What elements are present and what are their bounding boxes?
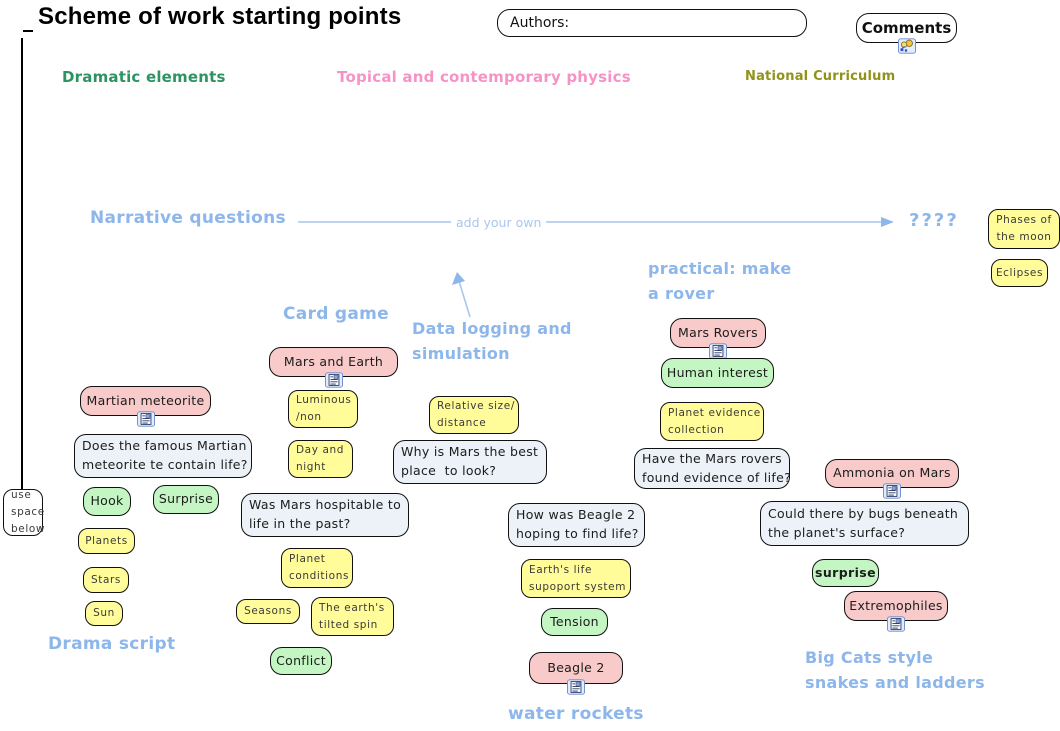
node-the-earths-tilted-spin[interactable]: The earth's tilted spin [311, 597, 394, 636]
comments-button[interactable]: Comments [856, 13, 957, 43]
node-could-there-by-bugs[interactable]: Could there by bugs beneath the planet's… [760, 501, 969, 546]
label-water-rockets[interactable]: water rockets [508, 704, 644, 724]
narrative-end-label[interactable]: ???? [909, 210, 959, 231]
label-practical-make-a-rover[interactable]: practical: make a rover [648, 259, 792, 303]
node-mars-and-earth[interactable]: Mars and Earth [269, 347, 398, 377]
header-national-curriculum[interactable]: National Curriculum [745, 69, 896, 84]
node-conflict[interactable]: Conflict [270, 647, 332, 675]
note-icon[interactable] [709, 343, 727, 359]
node-day-and-night[interactable]: Day and night [288, 440, 353, 478]
node-use-space-below[interactable]: use space below [3, 489, 44, 536]
node-surprise-2[interactable]: surprise [812, 559, 879, 587]
node-planets[interactable]: Planets [78, 528, 135, 554]
node-martian-meteorite[interactable]: Martian meteorite [80, 386, 211, 416]
note-icon[interactable] [136, 411, 155, 427]
left-connector-line [21, 38, 23, 490]
node-why-is-mars-the-best[interactable]: Why is Mars the best place to look? [393, 440, 547, 484]
node-phases-of-the-moon[interactable]: Phases of the moon [988, 209, 1060, 249]
node-beagle-2[interactable]: Beagle 2 [529, 652, 623, 684]
node-hook[interactable]: Hook [83, 487, 131, 516]
node-does-the-famous-martian[interactable]: Does the famous Martian meteorite te con… [74, 434, 252, 478]
node-stars[interactable]: Stars [83, 567, 129, 593]
node-planet-evidence-collection[interactable]: Planet evidence collection [660, 402, 764, 441]
node-human-interest[interactable]: Human interest [661, 358, 774, 388]
node-ammonia-on-mars[interactable]: Ammonia on Mars [825, 459, 959, 488]
node-was-mars-hospitable[interactable]: Was Mars hospitable to life in the past? [241, 493, 409, 537]
collapse-dash [23, 30, 33, 32]
narrative-questions-label[interactable]: Narrative questions [90, 208, 286, 228]
authors-field[interactable]: Authors: [497, 9, 807, 37]
authors-label: Authors: [510, 15, 570, 31]
page-title: Scheme of work starting points [38, 3, 402, 30]
node-luminous-non[interactable]: Luminous /non [288, 390, 358, 428]
note-icon[interactable] [324, 372, 343, 388]
node-mars-rovers[interactable]: Mars Rovers [670, 318, 766, 348]
link-label-add-your-own[interactable]: add your own [451, 215, 547, 230]
node-sun[interactable]: Sun [85, 601, 123, 626]
node-surprise[interactable]: Surprise [153, 485, 219, 514]
narrative-arrow [298, 217, 894, 227]
node-planet-conditions[interactable]: Planet conditions [281, 548, 353, 588]
comments-icon[interactable] [898, 38, 916, 54]
note-icon[interactable] [567, 679, 585, 695]
node-seasons[interactable]: Seasons [236, 599, 300, 624]
data-logging-arrow [452, 272, 471, 318]
node-how-was-beagle-2[interactable]: How was Beagle 2 hoping to find life? [508, 503, 645, 547]
label-big-cats-snakes-and-ladders[interactable]: Big Cats style snakes and ladders [805, 648, 985, 692]
node-eclipses[interactable]: Eclipses [991, 259, 1048, 287]
node-earths-life-support-system[interactable]: Earth's life supoport system [521, 559, 631, 598]
node-relative-size-distance[interactable]: Relative size/ distance [429, 396, 519, 434]
label-data-logging-and-simulation[interactable]: Data logging and simulation [412, 319, 572, 363]
label-card-game[interactable]: Card game [283, 304, 390, 324]
label-drama-script[interactable]: Drama script [48, 634, 176, 654]
node-have-the-mars-rovers[interactable]: Have the Mars rovers found evidence of l… [634, 448, 791, 489]
note-icon[interactable] [883, 483, 901, 499]
header-dramatic-elements[interactable]: Dramatic elements [62, 68, 226, 86]
note-icon[interactable] [887, 616, 905, 632]
node-tension[interactable]: Tension [541, 608, 608, 636]
header-topical-contemporary-physics[interactable]: Topical and contemporary physics [337, 68, 631, 86]
